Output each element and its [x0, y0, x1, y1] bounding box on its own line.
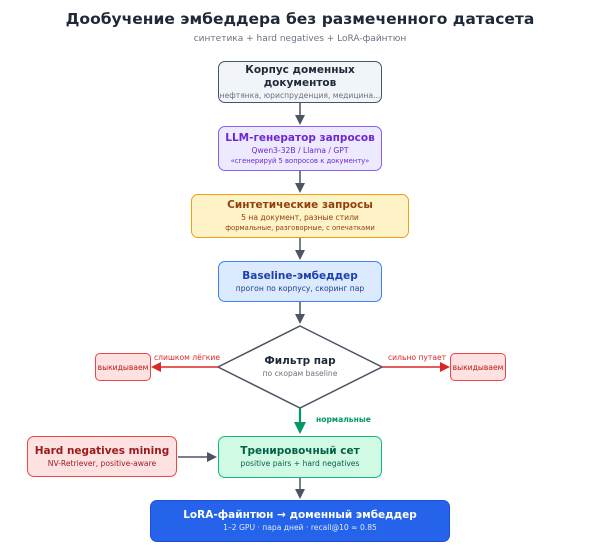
diagram-title: Дообучение эмбеддера без размеченного да… [65, 10, 535, 28]
node-synth-sub: 5 на документ, разные стили [241, 213, 359, 222]
node-corpus-sub: нефтянка, юриспруденция, медицина... [219, 90, 381, 100]
node-corpus-title: Корпус доменных документов [245, 63, 355, 89]
node-hard-negatives: Hard negatives mining NV-Retriever, posi… [27, 436, 177, 477]
node-llm-sub2: «сгенерируй 5 вопросов к документу» [230, 156, 370, 165]
diagram-subtitle: синтетика + hard negatives + LoRA-файнтю… [193, 34, 407, 44]
edge-label-normal: нормальные [316, 415, 371, 424]
node-llm-title: LLM-генератор запросов [225, 131, 375, 144]
edge-label-too-easy: слишком лёгкие [154, 353, 220, 362]
node-llm-sub: Qwen3-32B / Llama / GPT [251, 145, 349, 155]
node-train-sub: positive pairs + hard negatives [240, 459, 360, 468]
node-lora-finetune: LoRA-файнтюн → доменный эмбеддер 1–2 GPU… [150, 500, 450, 542]
node-hardneg-title: Hard negatives mining [34, 444, 170, 457]
node-lora-title: LoRA-файнтюн → доменный эмбеддер [183, 509, 417, 521]
node-synth-sub2: формальные, разговорные, с опечатками [225, 224, 375, 232]
node-baseline-sub: прогон по корпусу, скоринг пар [235, 283, 365, 293]
node-discard-right: выкидываем [450, 353, 506, 381]
node-llm-generator: LLM-генератор запросов Qwen3-32B / Llama… [218, 126, 382, 171]
node-baseline-title: Baseline-эмбеддер [242, 269, 358, 282]
node-synthetic-queries: Синтетические запросы 5 на документ, раз… [191, 194, 409, 238]
node-filter-sub: по скорам baseline [262, 369, 338, 378]
node-discard-left: выкидываем [95, 353, 151, 381]
node-filter-title: Фильтр пар [264, 355, 336, 367]
node-baseline-embedder: Baseline-эмбеддер прогон по корпусу, ско… [218, 261, 382, 302]
node-train-title: Тренировочный сет [240, 445, 360, 457]
edge-label-too-confusing: сильно путает [388, 353, 447, 362]
node-discard-right-title: выкидываем [452, 362, 504, 372]
node-lora-sub: 1–2 GPU · пара дней · recall@10 ≈ 0.85 [223, 523, 377, 532]
node-training-set: Тренировочный сет positive pairs + hard … [218, 436, 382, 478]
node-discard-left-title: выкидываем [97, 362, 149, 372]
node-corpus: Корпус доменных документов нефтянка, юри… [218, 61, 382, 103]
node-synth-title: Синтетические запросы [227, 199, 373, 211]
node-filter: Фильтр пар по скорам baseline [240, 348, 360, 386]
node-hardneg-sub: NV-Retriever, positive-aware [47, 458, 157, 468]
